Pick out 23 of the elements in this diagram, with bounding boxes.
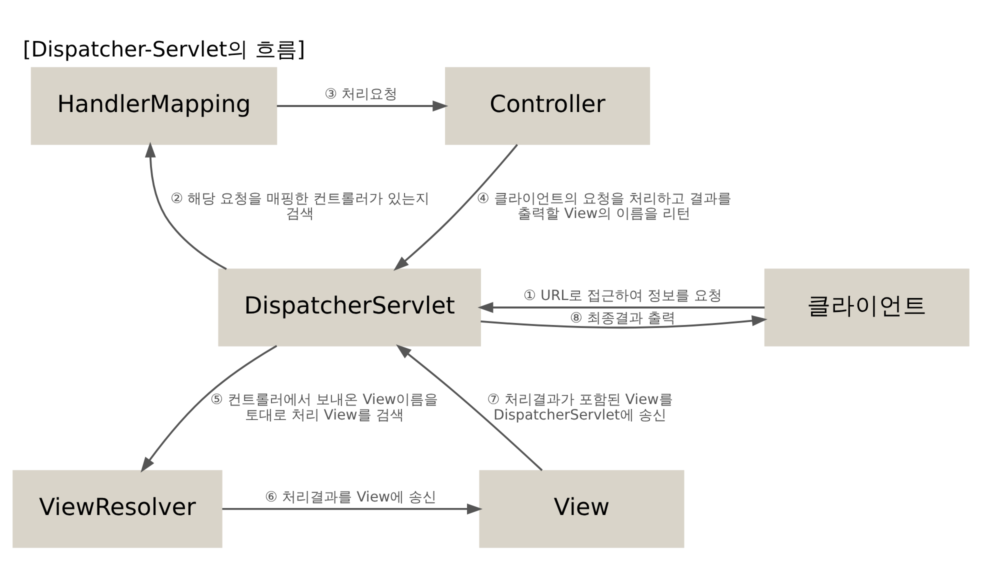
diagram-title: [Dispatcher-Servlet의 흐름] [22,36,306,61]
edge-label: ① URL로 접근하여 정보를 요청 [523,287,722,304]
edge-label: ⑧ 최종결과 출력 [570,310,676,326]
edge-label: ② 해당 요청을 매핑한 컨트롤러가 있는지 검색 [170,190,430,222]
edge-label: ⑦ 처리결과가 포함된 View를 DispatcherServlet에 송신 [487,392,673,424]
arrow [276,100,448,111]
arrow [144,141,227,270]
arrow [480,314,768,328]
arrow [396,344,543,471]
edge-label: ③ 처리요청 [324,86,398,102]
arrow [222,503,483,514]
edge-label: ④ 클라이언트의 요청을 처리하고 결과를 출력할 View의 이름을 리턴 [476,190,732,222]
node-box: ViewResolver [12,470,222,548]
arrow [140,344,278,472]
arrow [393,144,518,270]
edge-label: ⑤ 컨트롤러에서 보내온 View이름을 토대로 처리 View를 검색 [210,392,438,424]
arrow [478,302,765,312]
edge-label: ⑥ 처리결과를 View에 송신 [264,488,437,505]
node-box: DispatcherServlet [218,268,481,346]
node-box: HandlerMapping [30,66,278,144]
node-box: 클라이언트 [764,268,970,346]
node-box: Controller [445,66,650,144]
node-box: View [479,470,684,548]
